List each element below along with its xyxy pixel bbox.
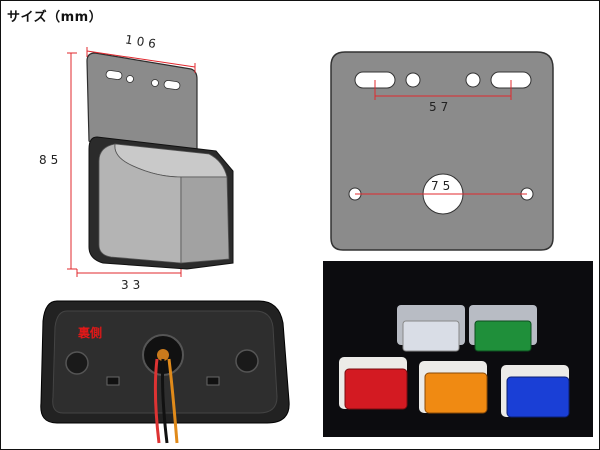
side-slot-left	[105, 70, 123, 80]
back-wire-orange	[167, 358, 179, 444]
color-variants-drawing	[339, 305, 570, 418]
back-wire-black	[161, 358, 169, 444]
depth-dimension-label: 33	[121, 278, 145, 292]
back-screw-left	[65, 351, 89, 375]
back-slot-right	[206, 376, 220, 386]
side-lens-left	[98, 143, 182, 264]
height-dimension-label: 85	[39, 153, 63, 167]
side-slot-right	[163, 80, 181, 90]
lamp-amber-lens	[424, 372, 488, 414]
bracket-width-label: 75	[431, 179, 455, 193]
back-screw-right	[235, 349, 259, 373]
side-hole-left	[126, 75, 134, 83]
back-wire-red	[153, 358, 161, 444]
bracket-hole-upper-right	[465, 72, 481, 88]
back-side-label: 裏側	[78, 326, 103, 340]
bracket-view-drawing	[330, 51, 554, 251]
lamp-red-lens	[344, 368, 408, 410]
side-lens-right	[180, 176, 230, 264]
color-variants-photo	[323, 261, 593, 437]
hole-spacing-label: 57	[429, 100, 453, 114]
lamp-blue-lens	[506, 376, 570, 418]
size-title: サイズ（mm）	[7, 10, 103, 25]
bracket-dimension-lines	[355, 80, 527, 195]
lamp-green-lens	[474, 320, 532, 352]
side-view-drawing	[67, 47, 234, 277]
side-dimension-lines	[67, 47, 196, 277]
back-slot-left	[106, 376, 120, 386]
bracket-plate	[330, 51, 554, 251]
side-hole-right	[151, 79, 159, 87]
back-cable-core	[157, 349, 169, 361]
back-side-drawing	[40, 300, 290, 444]
bracket-hole-upper-left	[405, 72, 421, 88]
lamp-clear-lens	[402, 320, 460, 352]
